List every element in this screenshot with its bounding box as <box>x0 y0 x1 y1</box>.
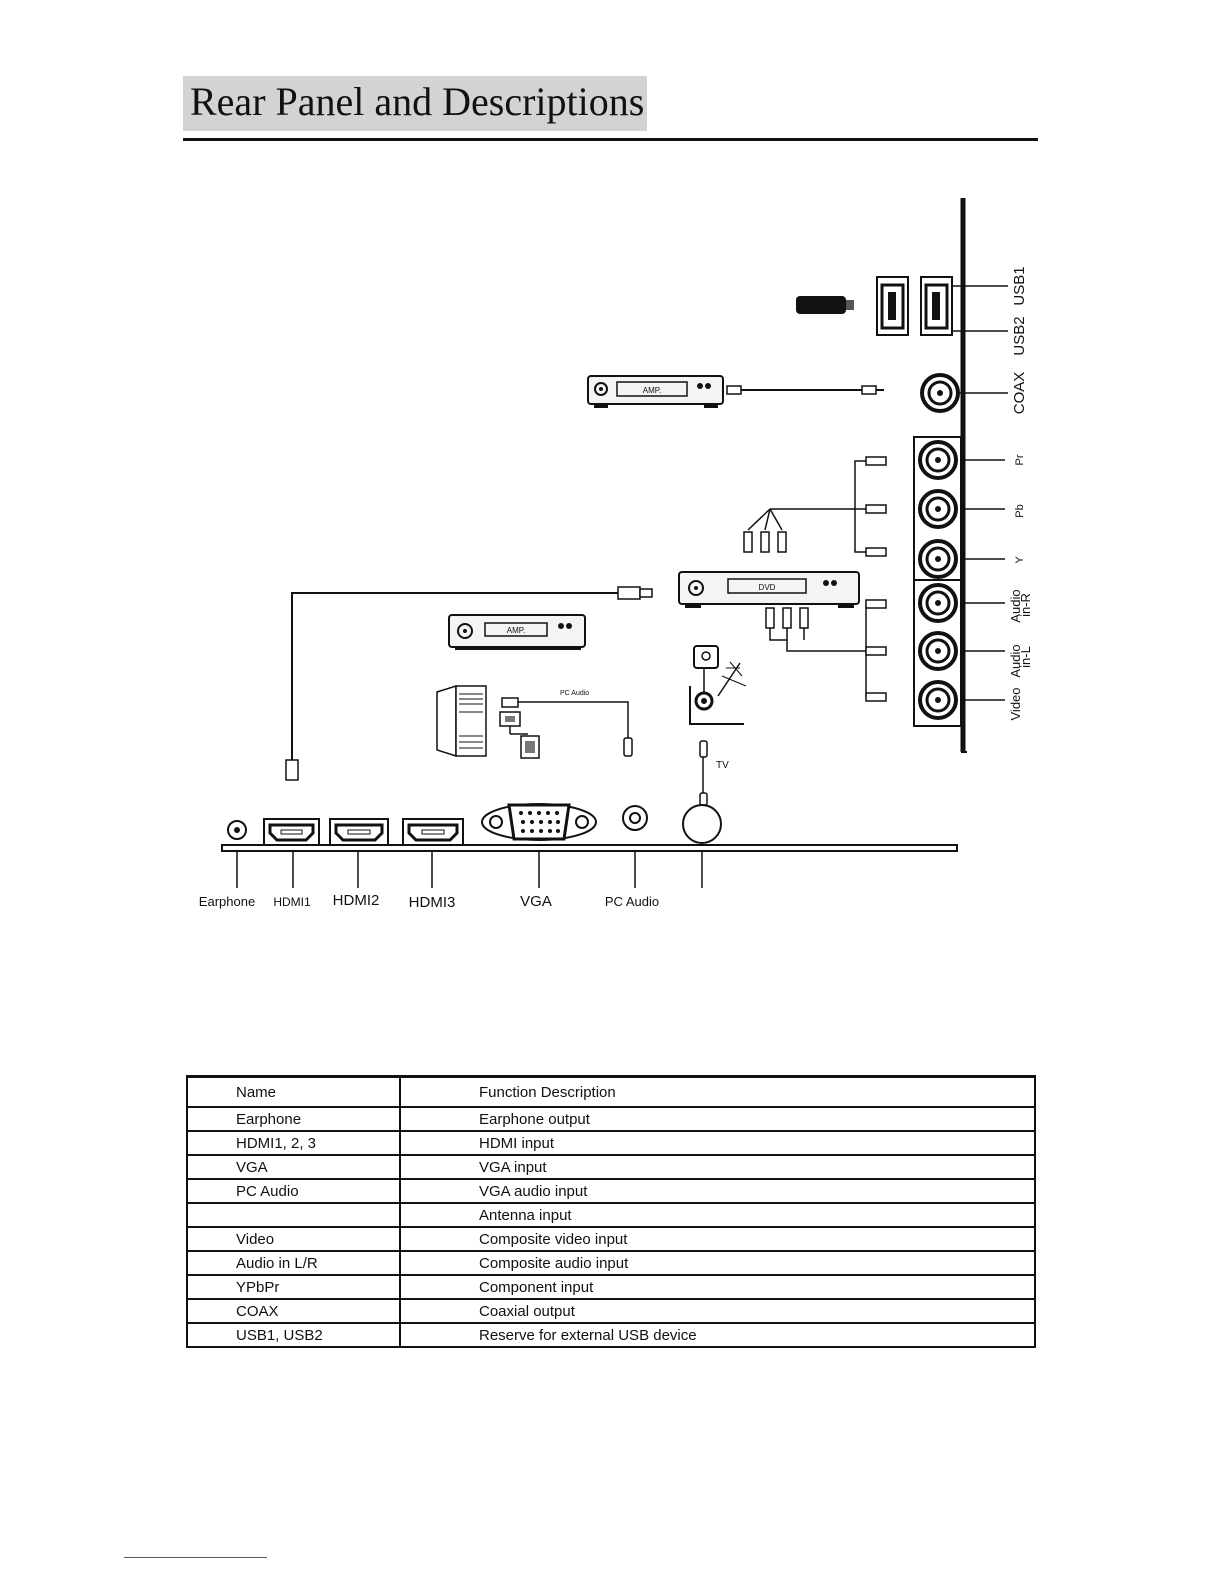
pc-audio-jack <box>622 805 648 831</box>
y-label: Y <box>1014 556 1026 564</box>
table-row: YPbPr Component input <box>186 1274 1036 1300</box>
usb-stick-icon <box>796 296 854 314</box>
row-name: HDMI1, 2, 3 <box>186 1130 401 1156</box>
antenna-icon <box>689 645 747 725</box>
row-description: Reserve for external USB device <box>399 1322 1036 1348</box>
rca-jack-icon <box>920 373 960 413</box>
table-row: Audio in L/R Composite audio input <box>186 1250 1036 1276</box>
header-function: Function Description <box>399 1075 1036 1108</box>
hdmi2-label: HDMI2 <box>333 892 380 909</box>
vga-label: VGA <box>520 893 552 910</box>
rca-jack-icon <box>918 583 958 623</box>
pc-tower-icon <box>436 684 487 758</box>
row-description: Earphone output <box>399 1106 1036 1132</box>
table-row: COAX Coaxial output <box>186 1298 1036 1324</box>
vga-port-icon <box>481 803 597 841</box>
hdmi3-label: HDMI3 <box>409 894 456 911</box>
hdmi-port-icon <box>329 818 389 846</box>
title-divider <box>183 138 1038 141</box>
title-background <box>183 76 647 131</box>
pb-label: Pb <box>1014 504 1026 517</box>
rca-jack-icon <box>918 680 958 720</box>
row-description: VGA input <box>399 1154 1036 1180</box>
row-description: HDMI input <box>399 1130 1036 1156</box>
amplifier-icon: AMP. <box>448 614 586 650</box>
dvd-player-icon: DVD <box>678 571 860 608</box>
dvd-label: DVD <box>759 583 776 592</box>
row-description: Composite video input <box>399 1226 1036 1252</box>
row-name: VGA <box>186 1154 401 1180</box>
row-description: Component input <box>399 1274 1036 1300</box>
tv-label: TV <box>716 760 729 771</box>
table-row: PC Audio VGA audio input <box>186 1178 1036 1204</box>
rca-jack-icon <box>918 440 958 480</box>
table-header-row: Name Function Description <box>186 1075 1036 1108</box>
amp-mid-label: AMP. <box>507 626 526 635</box>
earphone-jack <box>227 820 247 840</box>
row-description: Coaxial output <box>399 1298 1036 1324</box>
page-title: Rear Panel and Descriptions <box>190 79 645 124</box>
earphone-label: Earphone <box>199 894 255 909</box>
video-label: Video <box>1008 687 1023 720</box>
row-name: Audio in L/R <box>186 1250 401 1276</box>
audio-r-sub-label: in-R <box>1018 593 1033 617</box>
row-description: VGA audio input <box>399 1178 1036 1204</box>
row-name: YPbPr <box>186 1274 401 1300</box>
hdmi-port-icon <box>402 818 464 846</box>
table-row: Video Composite video input <box>186 1226 1036 1252</box>
row-name: USB1, USB2 <box>186 1322 401 1348</box>
table-row: Antenna input <box>186 1202 1036 1228</box>
usb2-label: USB2 <box>1011 316 1028 355</box>
antenna-jack <box>682 804 722 844</box>
amplifier-icon: AMP. <box>587 375 724 408</box>
side-panel <box>913 198 967 753</box>
row-name: Earphone <box>186 1106 401 1132</box>
row-description: Composite audio input <box>399 1250 1036 1276</box>
rca-jack-icon <box>918 539 958 579</box>
pr-label: Pr <box>1014 454 1026 465</box>
hdmi-port-icon <box>263 818 320 846</box>
amp-top-label: AMP. <box>643 386 662 395</box>
usb1-label: USB1 <box>1011 266 1028 305</box>
rca-jack-icon <box>918 631 958 671</box>
row-name: Video <box>186 1226 401 1252</box>
table-row: USB1, USB2 Reserve for external USB devi… <box>186 1322 1036 1348</box>
audio-r-label: Audio <box>1008 589 1023 622</box>
usb-port-icon <box>876 276 909 336</box>
description-table: Name Function Description Earphone Earph… <box>186 1075 1036 1348</box>
footer-link-underline <box>124 1557 267 1558</box>
coax-label: COAX <box>1011 372 1028 415</box>
hdmi1-label: HDMI1 <box>273 895 311 909</box>
audio-l-sub-label: in-L <box>1018 646 1033 668</box>
row-name: PC Audio <box>186 1178 401 1204</box>
table-row: VGA VGA input <box>186 1154 1036 1180</box>
rca-jack-icon <box>918 489 958 529</box>
row-name <box>186 1202 401 1228</box>
pc-audio-cable-label: PC Audio <box>560 690 589 697</box>
header-name: Name <box>186 1075 401 1108</box>
table-row: Earphone Earphone output <box>186 1106 1036 1132</box>
vga-port-icon <box>499 711 540 759</box>
row-description: Antenna input <box>399 1202 1036 1228</box>
row-name: COAX <box>186 1298 401 1324</box>
table-row: HDMI1, 2, 3 HDMI input <box>186 1130 1036 1156</box>
usb-port-icon <box>920 276 953 336</box>
audio-l-label: Audio <box>1008 644 1023 677</box>
rear-panel-diagram: USB1 USB2 COAX Pr Pb Y Audio in-R Audio … <box>199 198 1033 911</box>
pc-audio-label: PC Audio <box>605 894 659 909</box>
